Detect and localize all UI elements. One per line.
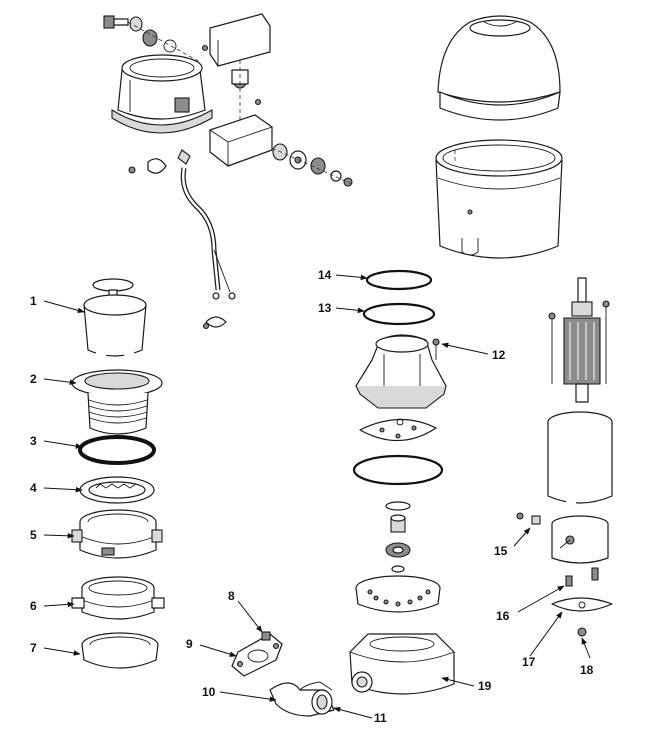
callout-label-8: 8 — [228, 589, 235, 603]
callout-13: 13 — [318, 301, 365, 315]
electrical-box — [201, 13, 273, 167]
callout-label-17: 17 — [522, 655, 536, 669]
part-fiber-gasket — [78, 435, 156, 465]
hopper-housing — [111, 54, 213, 134]
callout-label-14: 14 — [318, 268, 332, 282]
part-small-washers — [385, 501, 411, 573]
part-stopper — [83, 278, 147, 357]
callout-7: 7 — [30, 641, 81, 656]
sound-insulation-shield — [435, 15, 563, 259]
callout-label-16: 16 — [496, 609, 510, 623]
part-backup-ring — [79, 476, 155, 504]
callout-label-2: 2 — [30, 372, 37, 386]
part-support-ring — [71, 576, 165, 620]
part-cutting-plate — [359, 418, 437, 442]
callout-label-3: 3 — [30, 434, 37, 448]
callout-label-10: 10 — [202, 685, 216, 699]
part-lower-housing — [349, 633, 455, 695]
callout-19: 19 — [441, 676, 492, 693]
callout-1: 1 — [30, 294, 85, 314]
part-motor-stator — [547, 411, 613, 504]
part-motor-rotor — [548, 277, 610, 403]
callout-15: 15 — [494, 527, 531, 558]
callout-label-4: 4 — [30, 481, 37, 495]
callout-12: 12 — [441, 342, 506, 362]
part-ring-14 — [365, 269, 433, 291]
power-cord — [128, 149, 236, 330]
callout-label-15: 15 — [494, 544, 508, 558]
upper-housing-assembly — [103, 13, 353, 330]
callout-label-1: 1 — [30, 294, 37, 308]
part-discharge-tube — [231, 631, 335, 717]
part-mounting-ring — [71, 509, 163, 559]
callout-label-6: 6 — [30, 599, 37, 613]
part-fan-and-plate — [551, 567, 613, 637]
top-screw-set — [103, 15, 201, 63]
part-cushion-mount — [81, 632, 159, 669]
callout-6: 6 — [30, 599, 75, 613]
callout-4: 4 — [30, 481, 83, 495]
callout-label-11: 11 — [374, 711, 387, 725]
part-end-bell — [516, 512, 609, 564]
callout-14: 14 — [318, 268, 368, 282]
callout-label-12: 12 — [492, 348, 506, 362]
callout-label-19: 19 — [478, 679, 492, 693]
callout-3: 3 — [30, 434, 83, 449]
callout-label-18: 18 — [580, 663, 594, 677]
callout-label-7: 7 — [30, 641, 37, 655]
cord-bushing-set — [271, 143, 353, 187]
callout-16: 16 — [496, 585, 565, 623]
callout-8: 8 — [228, 589, 263, 633]
callout-label-13: 13 — [318, 301, 332, 315]
part-grinding-plate — [355, 575, 441, 613]
callout-2: 2 — [30, 372, 77, 386]
callout-5: 5 — [30, 528, 75, 542]
callout-10: 10 — [202, 685, 277, 702]
callout-label-5: 5 — [30, 528, 37, 542]
callout-11: 11 — [333, 706, 387, 725]
callout-9: 9 — [186, 637, 237, 657]
callout-18: 18 — [580, 637, 594, 677]
callout-17: 17 — [522, 611, 563, 669]
part-sink-flange — [71, 369, 163, 435]
callout-label-9: 9 — [186, 637, 193, 651]
part-ring-13 — [362, 302, 436, 326]
part-large-o-ring — [352, 454, 444, 486]
part-upper-hopper — [355, 334, 447, 409]
